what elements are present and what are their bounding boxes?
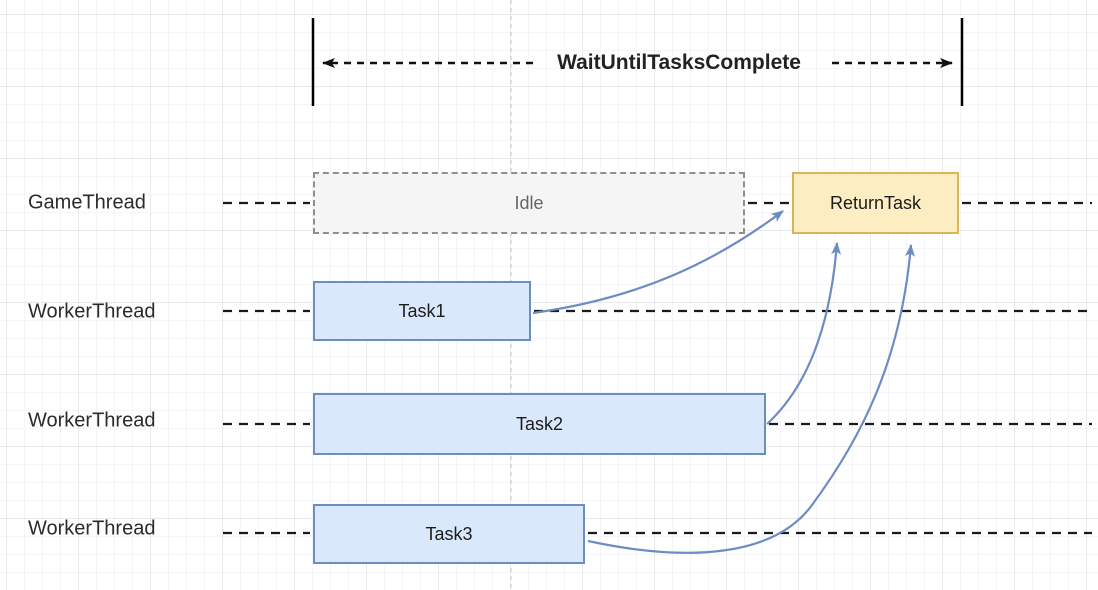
returntask-node: ReturnTask [792, 172, 959, 234]
task3-to-returntask-arrow [587, 244, 915, 554]
bracket-title: WaitUntilTasksComplete [557, 51, 801, 74]
lane-label-workerthread-1: WorkerThread [28, 300, 156, 323]
idle-node: Idle [313, 172, 745, 234]
task1-node-label: Task1 [398, 300, 446, 321]
task1-node: Task1 [313, 281, 531, 341]
task2-node: Task2 [313, 393, 766, 455]
task2-to-returntask-arrow [766, 242, 842, 425]
thread-timelines [223, 201, 1092, 535]
task3-node: Task3 [313, 504, 585, 564]
lane-label-workerthread-2: WorkerThread [28, 409, 156, 432]
returntask-node-label: ReturnTask [829, 192, 922, 213]
task2-node-label: Task2 [515, 413, 564, 434]
lane-label-workerthread-3: WorkerThread [28, 517, 156, 540]
task-completion-arrows [532, 210, 915, 554]
idle-node-label: Idle [514, 192, 544, 213]
task1-to-returntask-arrow [532, 210, 784, 315]
lane-label-gamethread: GameThread [28, 191, 146, 214]
wait-bracket [311, 18, 964, 106]
task3-node-label: Task3 [425, 523, 473, 544]
